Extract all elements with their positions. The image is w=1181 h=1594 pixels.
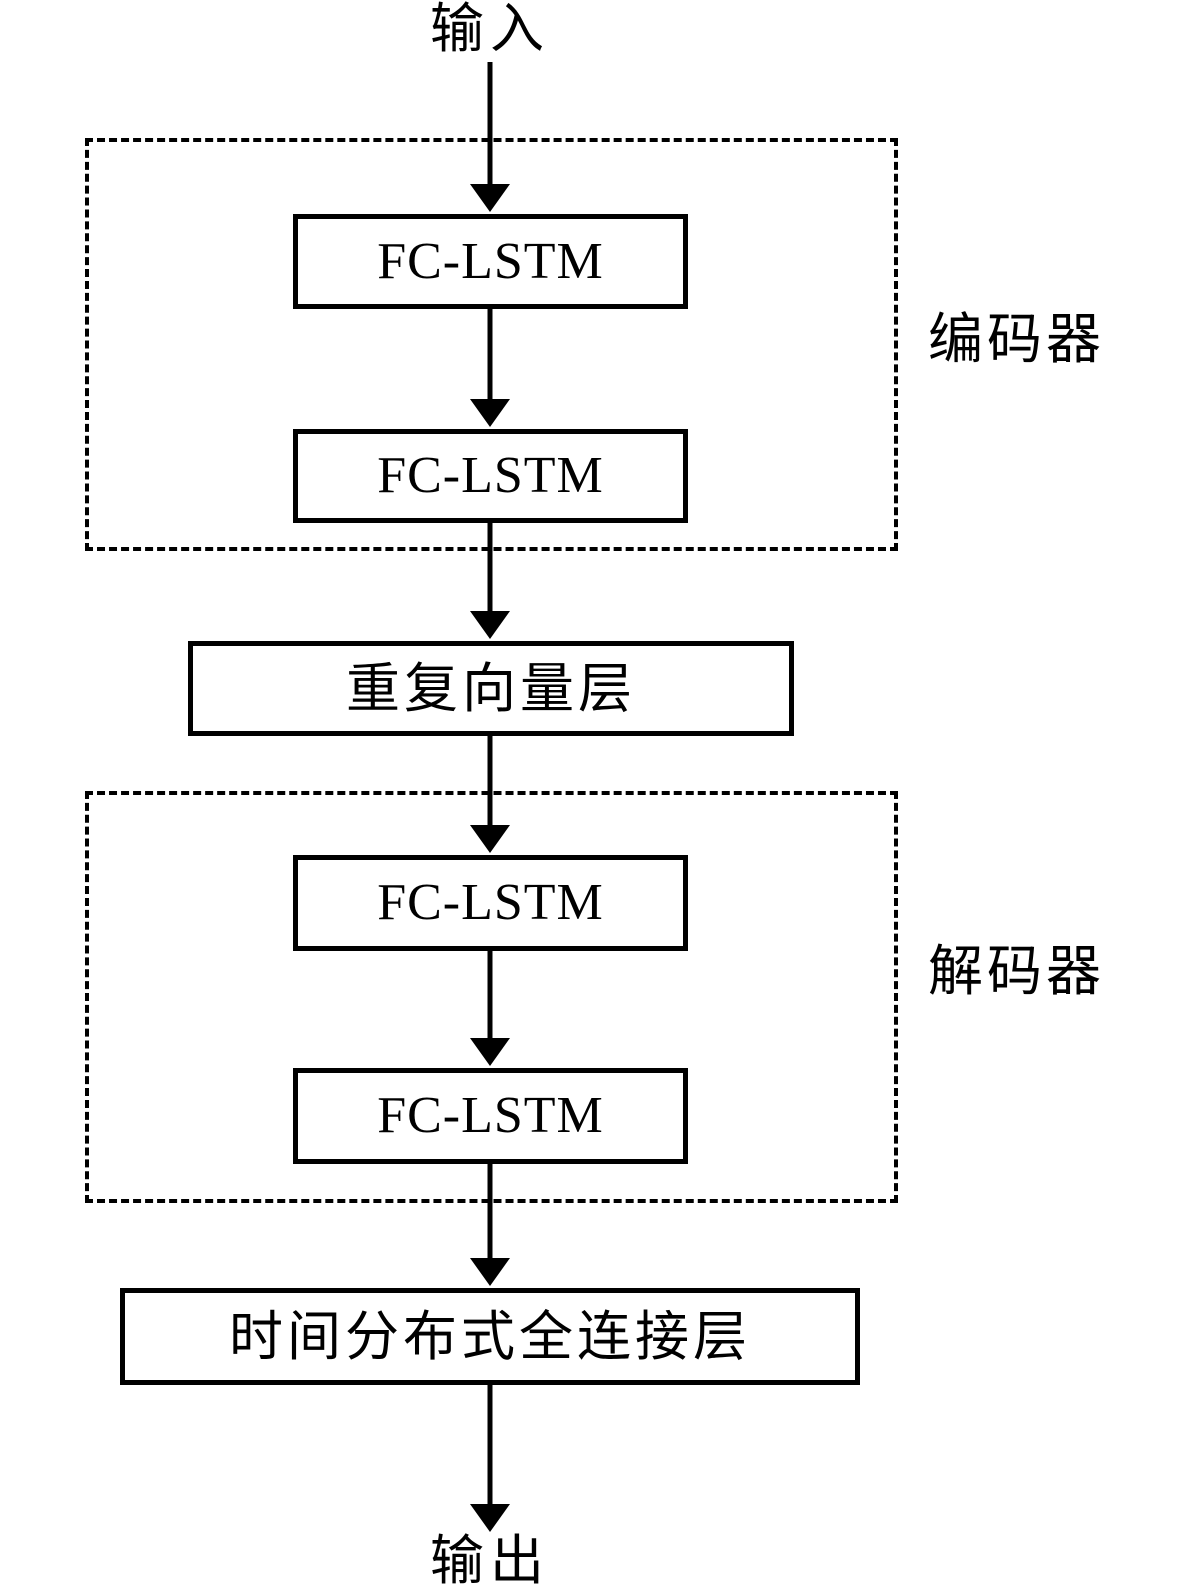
decoder-fc-lstm-1: FC-LSTM: [293, 855, 688, 951]
arrow-time-distributed-to-output: [470, 1385, 510, 1532]
repeat-vector-layer-label: 重复向量层: [346, 658, 636, 719]
encoder-group-box: [85, 138, 898, 551]
encoder-fc-lstm-1-label: FC-LSTM: [377, 232, 604, 290]
output-label: 输出: [430, 1531, 550, 1591]
repeat-vector-layer: 重复向量层: [188, 641, 794, 736]
encoder-fc-lstm-1: FC-LSTM: [293, 214, 688, 309]
decoder-fc-lstm-1-label: FC-LSTM: [377, 874, 604, 931]
decoder-fc-lstm-2: FC-LSTM: [293, 1068, 688, 1164]
time-distributed-dense-layer: 时间分布式全连接层: [120, 1288, 860, 1385]
time-distributed-dense-layer-label: 时间分布式全连接层: [229, 1306, 751, 1367]
input-label: 输入: [430, 0, 550, 59]
decoder-group-label: 解码器: [928, 941, 1106, 1002]
encoder-fc-lstm-2-label: FC-LSTM: [377, 447, 604, 504]
decoder-group-box: [85, 791, 898, 1203]
encoder-fc-lstm-2: FC-LSTM: [293, 429, 688, 523]
decoder-fc-lstm-2-label: FC-LSTM: [377, 1087, 604, 1144]
encoder-group-label: 编码器: [928, 309, 1106, 370]
